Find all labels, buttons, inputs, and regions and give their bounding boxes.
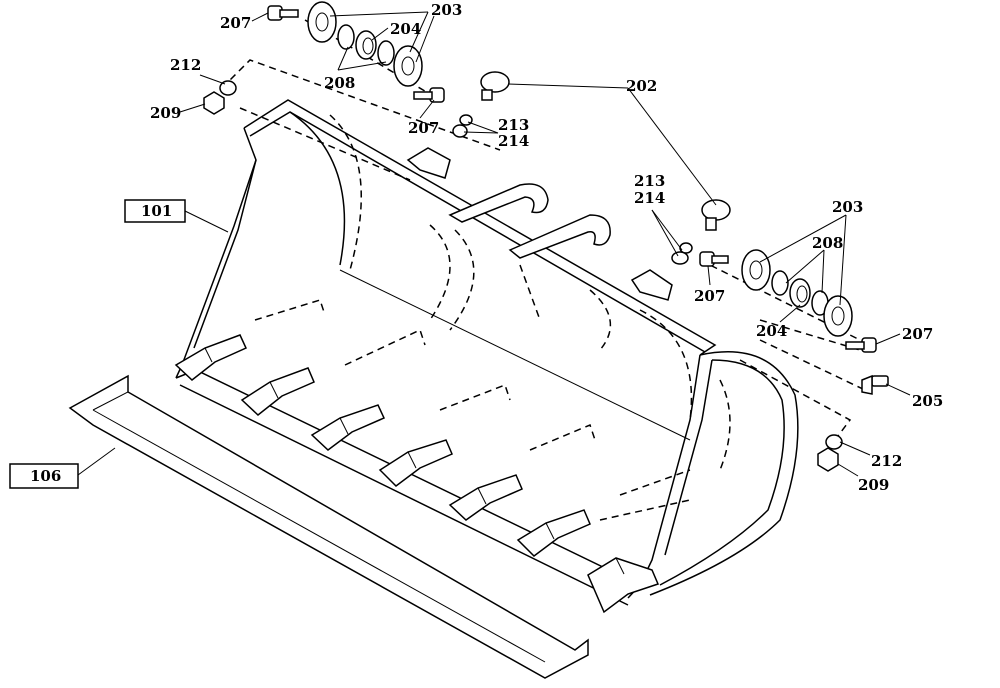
grease-fitting-202-top	[480, 71, 510, 101]
ring-208-top-b	[377, 40, 395, 66]
bucket-body	[175, 99, 799, 606]
label-101: 101	[141, 202, 172, 220]
nut-209-left	[203, 91, 225, 115]
callout-labels: 207 203 204 208 212 209 207 213 214 202 …	[150, 1, 943, 494]
tooth-3	[310, 404, 386, 451]
tooth-5	[448, 474, 523, 521]
flange-plate-203-top	[307, 1, 337, 43]
bolt-207-mid	[413, 87, 445, 103]
callout-212-right: 212	[871, 452, 902, 470]
callout-213-right: 213	[634, 172, 665, 190]
bolt-207-right-upper	[699, 251, 729, 267]
callout-214-right: 214	[634, 189, 665, 207]
grease-fitting-202-right	[701, 199, 731, 231]
washer-212-left	[219, 80, 237, 96]
hardware-left	[203, 1, 510, 138]
washer-212-right	[825, 434, 843, 450]
ring-208-top-a	[337, 24, 355, 50]
mounting-hooks	[406, 147, 673, 301]
label-106: 106	[30, 467, 61, 485]
tooth-1	[174, 334, 247, 381]
callout-207-mid: 207	[408, 119, 439, 137]
callout-204-right: 204	[756, 322, 787, 340]
callout-214-left: 214	[498, 132, 529, 150]
bolt-207-top	[267, 5, 299, 21]
nut-209-right	[817, 447, 839, 472]
callout-202: 202	[626, 77, 657, 95]
bucket-teeth	[174, 334, 660, 614]
callout-207-right-lower: 207	[902, 325, 933, 343]
fitting-205	[861, 374, 889, 395]
flange-plate-203-right-b	[823, 295, 853, 337]
label-box-106	[9, 463, 79, 489]
callout-208-top: 208	[324, 74, 355, 92]
boxed-labels: 101 106	[9, 199, 186, 489]
tooth-2	[240, 367, 315, 416]
tooth-7	[587, 557, 660, 614]
flange-plate-203-right	[741, 249, 771, 291]
callout-208-right: 208	[812, 234, 843, 252]
tooth-6	[516, 509, 591, 557]
callout-204-top: 204	[390, 20, 421, 38]
callout-209-right: 209	[858, 476, 889, 494]
washer-213-left	[452, 124, 468, 138]
callout-209-left: 209	[150, 104, 181, 122]
bolt-207-right-lower	[845, 337, 877, 353]
callout-212-left: 212	[170, 56, 201, 74]
hardware-right	[671, 199, 889, 472]
tooth-4	[378, 439, 453, 487]
callout-213-left: 213	[498, 116, 529, 134]
callout-205: 205	[912, 392, 943, 410]
cutting-edge-blade	[68, 374, 589, 679]
label-box-101	[124, 199, 186, 223]
callout-203-right: 203	[832, 198, 863, 216]
callout-207-right-upper: 207	[694, 287, 725, 305]
assembly-lines	[221, 19, 866, 441]
callout-207-top: 207	[220, 14, 251, 32]
washer-213-right	[671, 251, 689, 265]
callout-203-top: 203	[431, 1, 462, 19]
ring-208-right-a	[771, 270, 789, 296]
leader-lines	[77, 11, 911, 477]
flange-plate-203-top-b	[393, 45, 423, 87]
